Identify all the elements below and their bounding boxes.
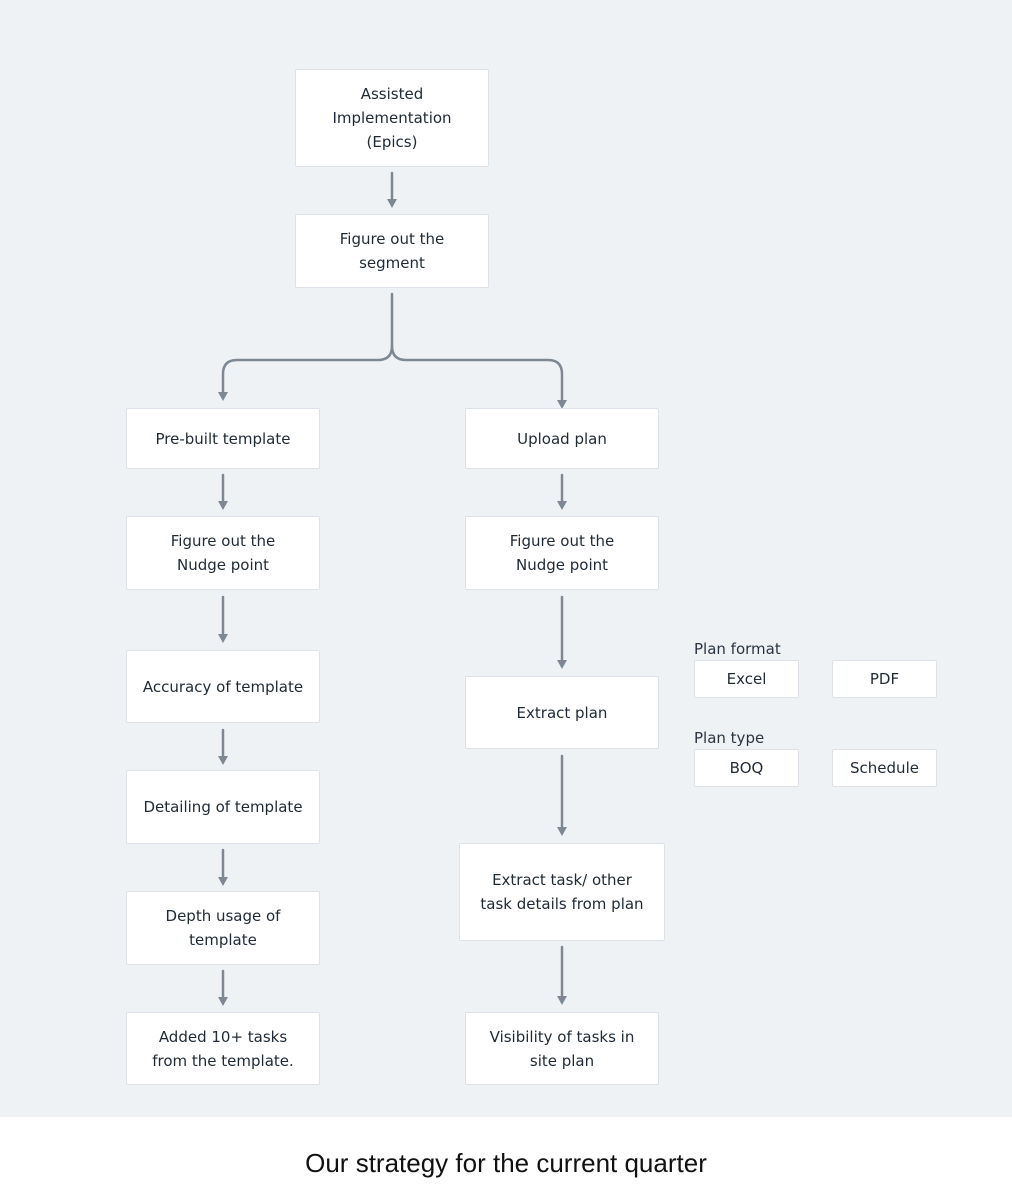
node-figure-out-segment: Figure out the segment [295, 214, 489, 288]
arrowhead [218, 756, 228, 765]
node-added-tasks: Added 10+ tasks from the template. [126, 1012, 320, 1085]
arrowhead [557, 827, 567, 836]
node-assisted-implementation: Assisted Implementation (Epics) [295, 69, 489, 167]
chip-excel: Excel [694, 660, 799, 698]
node-label: Extract task/ other task details from pl… [480, 871, 644, 913]
chip-boq: BOQ [694, 749, 799, 787]
connector-layer [218, 171, 567, 1006]
node-visibility-of-tasks: Visibility of tasks in site plan [465, 1012, 659, 1085]
node-label: Detailing of template [143, 798, 303, 816]
chip-schedule: Schedule [832, 749, 937, 787]
node-pre-built-template: Pre-built template [126, 408, 320, 469]
plan-format-label: Plan format [694, 640, 781, 658]
arrowhead [557, 660, 567, 669]
node-label: Pre-built template [155, 429, 291, 448]
node-label: Extract plan [516, 703, 608, 722]
arrowhead [557, 996, 567, 1005]
node-label: Accuracy of template [142, 677, 304, 696]
node-label: Depth usage of template [165, 907, 281, 949]
arrowhead [218, 634, 228, 643]
node-label: Visibility of tasks in site plan [489, 1027, 635, 1070]
arrowhead [218, 877, 228, 886]
arrowhead [557, 400, 567, 409]
node-extract-task-details: Extract task/ other task details from pl… [459, 843, 665, 941]
arrowhead [218, 501, 228, 510]
node-label: Figure out the segment [339, 230, 445, 272]
plan-type-label: Plan type [694, 729, 765, 747]
node-left-nudge-point: Figure out the Nudge point [126, 516, 320, 590]
chip-pdf: PDF [832, 660, 937, 698]
diagram-canvas: Assisted Implementation (Epics) Figure o… [0, 0, 1012, 1117]
arrowhead [557, 501, 567, 510]
arrowhead [218, 997, 228, 1006]
node-depth-usage-of-template: Depth usage of template [126, 891, 320, 965]
node-label: Figure out the Nudge point [509, 532, 615, 574]
node-upload-plan: Upload plan [465, 408, 659, 469]
node-label: Figure out the Nudge point [170, 532, 276, 574]
node-detailing-of-template: Detailing of template [126, 770, 320, 844]
arrow-split-left [221, 292, 394, 396]
node-extract-plan: Extract plan [465, 676, 659, 749]
node-label: Added 10+ tasks from the template. [152, 1027, 294, 1070]
arrowhead [387, 199, 397, 208]
node-label: Assisted Implementation (Epics) [332, 85, 452, 151]
arrowhead [218, 392, 228, 401]
diagram-caption: Our strategy for the current quarter [305, 1148, 707, 1178]
node-label: Upload plan [517, 429, 607, 448]
arrow-split-right [390, 344, 564, 404]
node-right-nudge-point: Figure out the Nudge point [465, 516, 659, 590]
node-accuracy-of-template: Accuracy of template [126, 650, 320, 723]
